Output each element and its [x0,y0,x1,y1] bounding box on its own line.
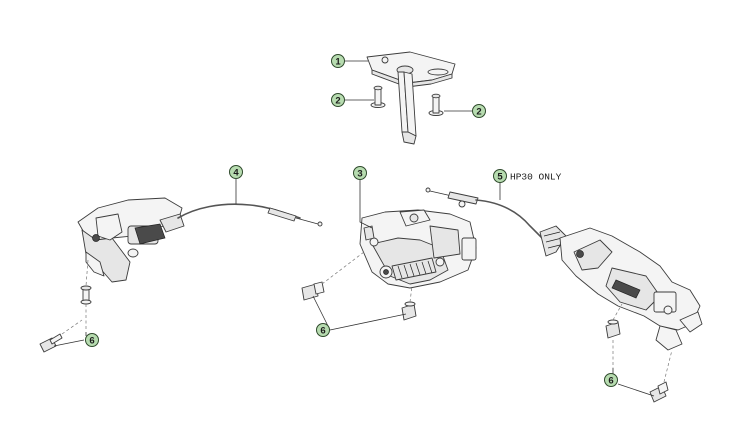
callout-6-label: 6 [320,326,325,337]
bolt-2-left [370,85,386,108]
bolt-2-right [428,93,444,116]
callout-6-right: 6 [604,373,618,387]
callout-1: 1 [331,54,345,68]
callout-5: 5 [493,169,507,183]
latch-assembly-left [77,197,185,283]
assembly-line [321,251,365,285]
cable-5 [475,199,553,249]
bolt-6-center-left [301,281,325,301]
bolt-6-right-lower [649,381,669,403]
assembly-line [663,349,673,383]
assembly-line [85,259,89,287]
callout-6-label: 6 [89,336,94,347]
callout-5-label: 5 [497,172,503,183]
callout-6-center: 6 [316,323,330,337]
cable-5-end [425,187,479,208]
bolt-6-center-right [401,301,417,321]
callout-2-right: 2 [472,104,486,118]
bolt-6-right-upper [605,319,621,339]
assembly-line [61,319,83,335]
callout-1-label: 1 [335,57,341,68]
callout-4: 4 [229,165,243,179]
bolt-6-left-upper [80,285,92,305]
callout-4-label: 4 [233,168,239,179]
callout-6-left: 6 [85,333,99,347]
callout-3: 3 [353,166,367,180]
callout-2-label: 2 [335,96,340,107]
callout-2-label: 2 [476,107,481,118]
striker-bracket [366,51,456,145]
part-5-note: HP30 ONLY [510,172,562,183]
latch-assembly-right [539,225,703,351]
callout-6-label: 6 [608,376,613,387]
bolt-6-left-lower [39,333,63,353]
assembly-line [409,285,413,303]
latch-assembly-center [359,209,477,289]
leader-lines [53,60,655,397]
callout-2-left: 2 [331,93,345,107]
callout-3-label: 3 [357,169,362,180]
cable-4-end [267,207,323,227]
